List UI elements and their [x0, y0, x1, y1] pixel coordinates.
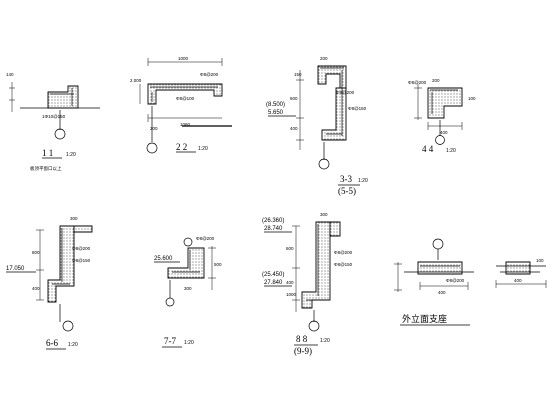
d33-elev-a: (8.500) — [266, 102, 285, 108]
d88-elev-a: (26.360) — [262, 218, 284, 224]
d11-bar-note: 板顶平窗口以上 — [30, 165, 62, 172]
d77-elev: 25.600 — [154, 256, 173, 262]
d22-title: 2 2 — [176, 142, 187, 152]
d33-title: 3-3 — [340, 174, 352, 184]
facade-title: 外立面支座 — [402, 313, 447, 324]
d66-note-a: Φ8@200 — [72, 246, 91, 251]
d33-dim-c: 400 — [290, 126, 298, 131]
facade-dim-a: 400 — [438, 290, 446, 295]
d22-dim-top: 1000 — [178, 56, 189, 61]
d66-title: 6-6 — [46, 338, 58, 348]
section-marker-8-8 — [308, 320, 320, 332]
d44-note-a: Φ8@200 — [408, 80, 427, 85]
section-3-3: 150 600 400 200 (8.500) 5.650 Φ8@200 Φ8@… — [266, 56, 368, 196]
d77-dim-b: 300 — [184, 286, 192, 291]
d33-elev-b: 5.650 — [268, 110, 284, 116]
d33-subtitle: (5-5) — [338, 186, 356, 196]
d22-note-a: Φ8@200 — [200, 72, 219, 77]
d88-elev-c: (25.450) — [262, 272, 284, 278]
d22-dim-bot: 1080 — [180, 122, 191, 127]
d33-dim-d: 200 — [320, 56, 328, 61]
d66-dim-b: 400 — [32, 286, 40, 291]
d77-scale: 1:20 — [184, 340, 194, 346]
d44-dim-c: 400 — [440, 130, 448, 135]
d77-title: 7-7 — [164, 336, 176, 346]
d88-scale: 1:20 — [320, 338, 330, 344]
d66-note-b: Φ8@150 — [72, 258, 91, 263]
d33-note-a: Φ8@200 — [336, 90, 355, 95]
section-8-8: 600 400 1000 300 (26.360) 28.740 (25.450… — [262, 212, 353, 356]
d88-title: 8 8 — [296, 334, 308, 344]
d33-scale: 1:20 — [358, 178, 368, 184]
d88-elev-d: 27.840 — [264, 280, 283, 286]
facade-dim-c: 100 — [536, 258, 544, 263]
ref-circle-7-7 — [183, 237, 193, 247]
section-2-2: 1000 2.000 1080 200 Φ8@200 Φ8@100 2 2 1:… — [130, 56, 232, 154]
d44-dim-a: 200 — [432, 78, 440, 83]
section-marker-6-6 — [62, 320, 74, 332]
d22-dim-left: 2.000 — [130, 78, 142, 83]
section-marker-4-4 — [435, 135, 445, 145]
d44-title: 4 4 — [422, 144, 434, 154]
section-facade-support: 400 Φ8@200 400 100 外立面支座 — [394, 238, 547, 326]
d66-elev: 17.050 — [6, 266, 25, 272]
d88-dim-a: 600 — [286, 246, 294, 251]
d22-note-b: Φ8@100 — [176, 96, 195, 101]
facade-ref-marker — [432, 238, 444, 250]
d77-dim-a: 500 — [214, 262, 222, 267]
d88-note-b: Φ8@150 — [334, 262, 353, 267]
d22-dim-small: 200 — [150, 126, 158, 131]
d11-note-a: 1Φ10@150 — [42, 114, 66, 119]
d44-dim-b: 100 — [468, 96, 476, 101]
section-marker-2-2 — [146, 142, 158, 154]
section-6-6: 800 400 300 17.050 Φ8@200 Φ8@150 6-6 1:2… — [6, 216, 93, 350]
d88-dim-b: 400 — [286, 280, 294, 285]
section-marker-3-3 — [318, 158, 330, 170]
d33-dim-a: 150 — [294, 72, 302, 77]
d33-note-b: Φ8@150 — [348, 106, 367, 111]
d88-note-a: Φ8@200 — [334, 250, 353, 255]
d77-note-a: Φ8@200 — [196, 236, 215, 241]
d88-elev-b: 28.740 — [264, 226, 283, 232]
d66-scale: 1:20 — [68, 342, 78, 348]
d66-dim-c: 300 — [70, 216, 78, 221]
d22-scale: 1:20 — [198, 146, 208, 152]
section-marker-7-7 — [165, 297, 175, 307]
section-1-1: 140 1Φ10@150 1 1 1:20 板顶平窗口以上 — [6, 72, 100, 172]
d11-title: 1 1 — [42, 148, 53, 158]
d88-dim-d: 300 — [320, 212, 328, 217]
facade-note-a: Φ8@200 — [446, 278, 465, 283]
d11-scale: 1:20 — [66, 152, 76, 158]
d88-dim-c: 1000 — [286, 292, 297, 297]
d11-label-a: 140 — [6, 72, 14, 77]
section-marker-1-1 — [54, 128, 66, 140]
d33-dim-b: 600 — [290, 96, 298, 101]
section-4-4: 200 100 400 Φ8@200 4 4 1:20 — [408, 78, 476, 154]
facade-dim-b: 400 — [514, 278, 522, 283]
d88-subtitle: (9-9) — [294, 346, 312, 356]
section-7-7: 500 300 25.600 Φ8@200 7-7 1:20 — [154, 236, 222, 348]
d66-dim-a: 800 — [32, 250, 40, 255]
d44-scale: 1:20 — [446, 148, 456, 154]
